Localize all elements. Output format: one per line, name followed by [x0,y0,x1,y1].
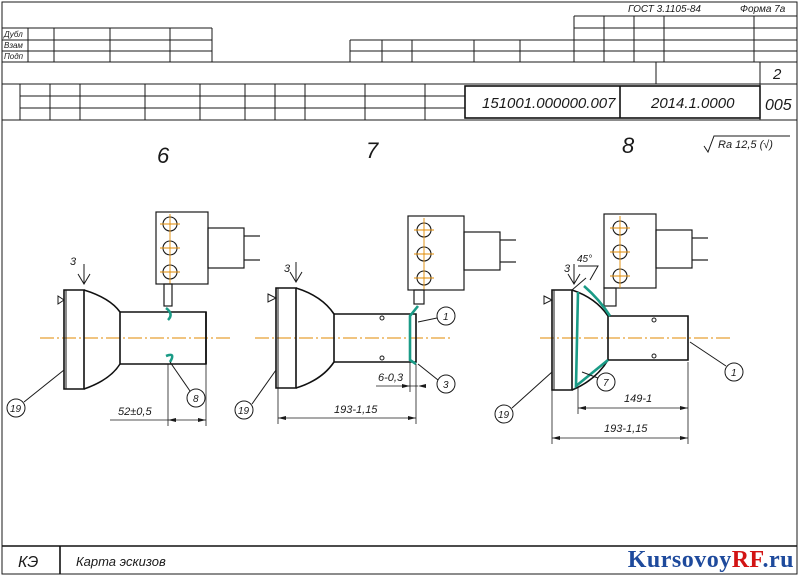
step-number-7: 7 [366,138,379,163]
top-left-grid [2,27,213,62]
doc-type: КЭ [18,554,38,571]
dim-7-6: 6-0,3 [378,372,404,384]
step-number-8: 8 [622,133,635,158]
sheet-number: 2 [772,66,782,83]
part-code: 2014.1.0000 [650,95,735,112]
dim-8-193: 193-1,15 [604,423,648,435]
dim-6-52: 52±0,5 [118,406,152,418]
callout-8-7: 7 [603,378,609,389]
sketch-7 [234,215,516,424]
sketch-8 [494,213,744,444]
roughness-text: Ra 12,5 (√) [718,139,773,151]
callout-7-3: 3 [443,380,449,391]
gost-standard: ГОСТ 3.1105-84 [628,4,701,15]
roughness-symbol [703,135,790,154]
watermark-main: Kursovoy [627,547,732,573]
operation-number: 005 [765,97,792,114]
doc-name: Карта эскизов [76,554,166,569]
sketch-6 [6,211,260,426]
watermark-suffix: .ru [762,547,794,573]
callout-8-1: 1 [731,368,737,379]
row-label-podp: Подп [4,52,24,61]
dim-7-193: 193-1,15 [334,404,378,416]
document-code-row [2,84,797,121]
document-code: 151001.000000.007 [482,95,616,112]
row-label-vzam: Взам [4,41,23,50]
callout-7-1: 1 [443,312,449,323]
watermark-accent: RF [731,547,763,573]
chamfer-angle: 45° [577,254,592,265]
callout-6-19: 19 [10,404,22,415]
datum-label-6: 3 [70,256,77,268]
top-right-grid [349,15,797,62]
dim-8-149: 149-1 [624,393,652,405]
datum-label-8: 3 [564,263,571,275]
row-label-dubl: Дубл [3,30,23,39]
datum-label-7: 3 [284,263,291,275]
watermark-logo: KursovoyRF.ru [628,547,794,574]
callout-7-19: 19 [238,406,250,417]
bottom-strip [2,545,797,574]
form-label: Форма 7а [740,4,786,15]
callout-6-8: 8 [193,394,199,405]
step-number-6: 6 [157,143,170,168]
callout-8-19: 19 [498,410,510,421]
